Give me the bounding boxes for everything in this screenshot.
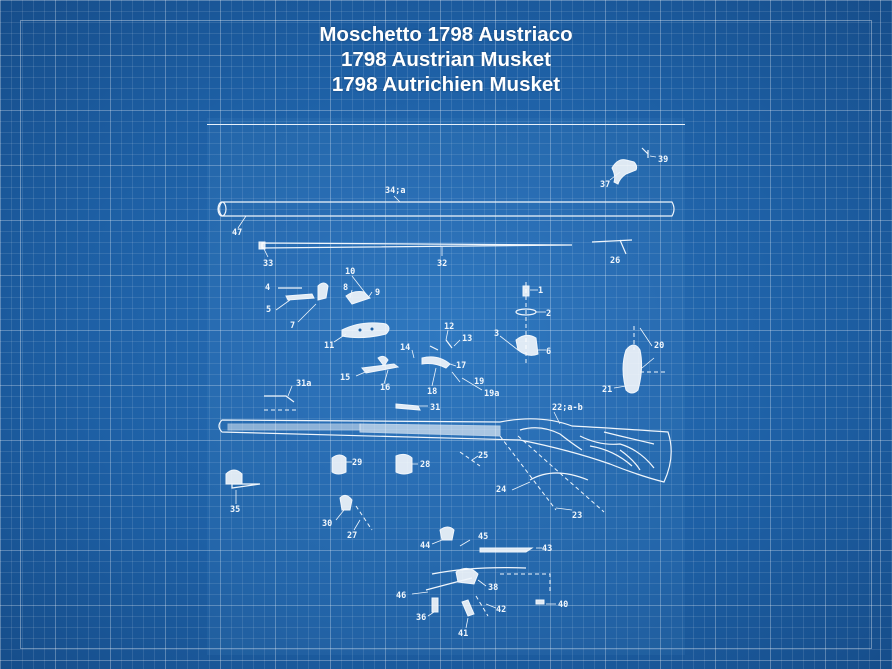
label-17: 17 — [456, 361, 466, 371]
label-40: 40 — [558, 600, 568, 610]
part-cock — [609, 147, 657, 185]
part-stock-fittings — [264, 385, 428, 411]
title-italian: Moschetto 1798 Austriaco — [319, 23, 573, 46]
label-28: 28 — [420, 460, 430, 470]
label-41: 41 — [458, 629, 468, 639]
part-lock-springs — [275, 275, 390, 343]
label-29: 29 — [352, 458, 362, 468]
blueprint-border — [20, 20, 872, 649]
part-ramrod — [258, 241, 573, 258]
label-6: 6 — [546, 347, 551, 357]
part-band-springs — [335, 494, 373, 531]
label-14: 14 — [400, 343, 410, 353]
label-9: 9 — [375, 288, 380, 298]
label-24: 24 — [496, 485, 506, 495]
part-trigger-guard — [459, 435, 605, 513]
label-18: 18 — [427, 387, 437, 397]
label-44: 44 — [420, 541, 430, 551]
label-22: 22;a-b — [552, 403, 583, 413]
label-25: 25 — [478, 451, 488, 461]
label-39: 39 — [658, 155, 668, 165]
title-block: Moschetto 1798 Austriaco 1798 Austrian M… — [0, 22, 892, 97]
part-lock-mechanism — [355, 329, 483, 391]
label-30: 30 — [322, 519, 332, 529]
label-13: 13 — [462, 334, 472, 344]
label-38: 38 — [488, 583, 498, 593]
label-15: 15 — [340, 373, 350, 383]
label-27: 27 — [347, 531, 357, 541]
label-20: 20 — [654, 341, 664, 351]
label-34: 34;a — [385, 186, 405, 196]
label-32: 32 — [437, 259, 447, 269]
part-frizzen — [499, 282, 546, 366]
part-trigger-assembly — [411, 567, 556, 629]
title-english: 1798 Austrian Musket — [340, 48, 551, 71]
label-23: 23 — [572, 511, 582, 521]
title-rule — [207, 124, 685, 125]
label-43: 43 — [542, 544, 552, 554]
label-26: 26 — [610, 256, 620, 266]
label-46: 46 — [396, 591, 406, 601]
label-5: 5 — [266, 305, 271, 315]
label-42: 42 — [496, 605, 506, 615]
part-butt-plate — [225, 469, 261, 504]
label-19: 19 — [474, 377, 484, 387]
label-16: 16 — [380, 383, 390, 393]
part-trigger-plate — [431, 526, 542, 553]
label-11: 11 — [324, 341, 334, 351]
label-31: 31 — [430, 403, 440, 413]
label-21: 21 — [602, 385, 612, 395]
label-2: 2 — [546, 309, 551, 319]
label-19a: 19a — [484, 389, 499, 399]
label-35: 35 — [230, 505, 240, 515]
label-7: 7 — [290, 321, 295, 331]
part-sling-swivel — [591, 239, 633, 255]
part-stock — [218, 411, 672, 483]
title-french: 1798 Autrichien Musket — [331, 73, 561, 96]
label-12: 12 — [444, 322, 454, 332]
label-37: 37 — [600, 180, 610, 190]
label-3: 3 — [494, 329, 499, 339]
label-33: 33 — [263, 259, 273, 269]
part-sideplate — [613, 326, 668, 394]
label-10: 10 — [345, 267, 355, 277]
label-45: 45 — [478, 532, 488, 542]
label-8: 8 — [343, 283, 348, 293]
part-barrel — [217, 195, 675, 229]
drawing-sheet — [207, 118, 685, 655]
label-31a: 31a — [296, 379, 311, 389]
label-47: 47 — [232, 228, 242, 238]
label-1: 1 — [538, 286, 543, 296]
label-4: 4 — [265, 283, 270, 293]
part-bands — [331, 453, 418, 475]
label-36: 36 — [416, 613, 426, 623]
